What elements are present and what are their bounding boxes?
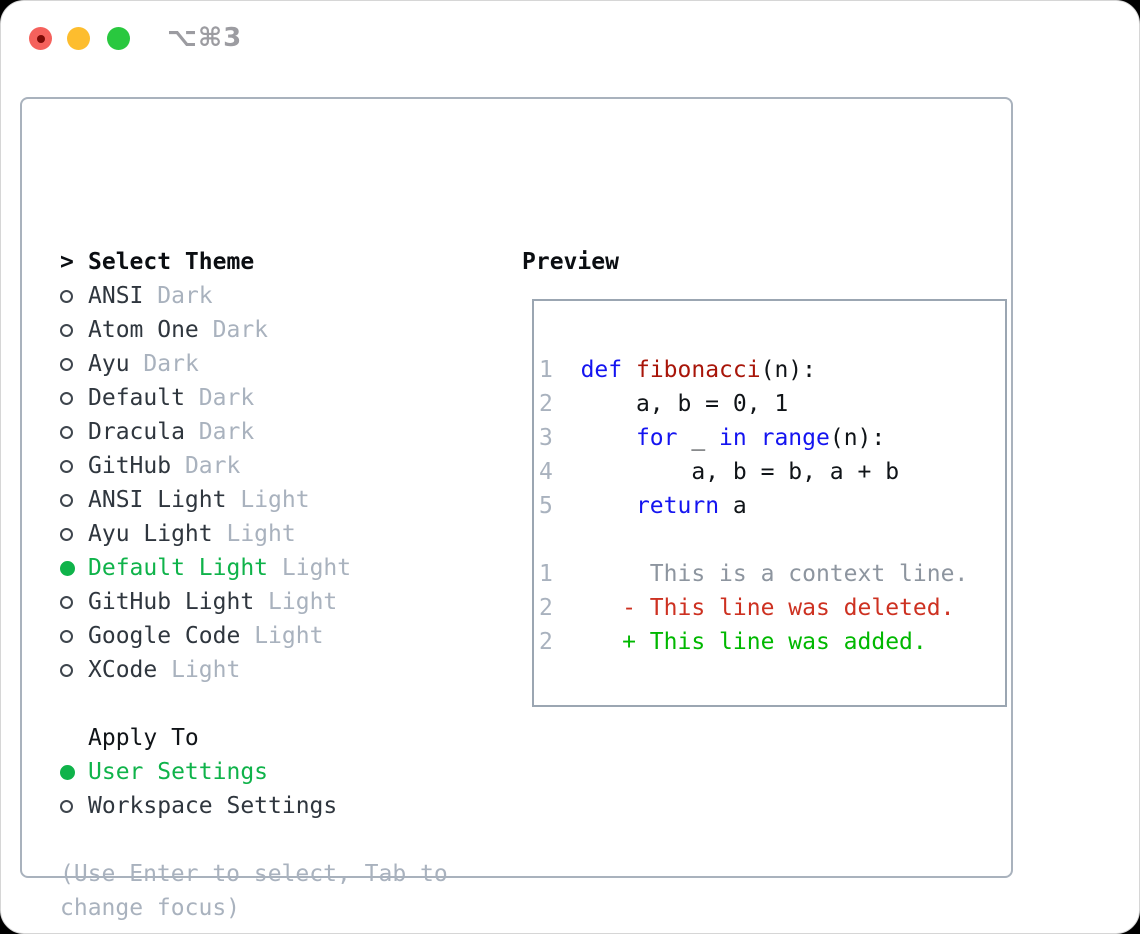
radio-unselected-icon [60, 799, 88, 813]
theme-option-github[interactable]: GitHub Dark [60, 449, 351, 483]
theme-option-label: Atom One Dark [88, 317, 269, 343]
preview-pane: 1 def fibonacci(n): 2 a, b = 0, 1 3 for _ … [532, 299, 1007, 707]
theme-option-atom-one[interactable]: Atom One Dark [60, 313, 351, 347]
theme-option-label: GitHub Light Light [88, 589, 338, 615]
theme-option-google-code[interactable]: Google Code Light [60, 619, 351, 653]
radio-unselected-icon [60, 357, 88, 371]
line-number: 2 [539, 629, 553, 655]
line-number: 1 [539, 357, 553, 383]
theme-option-label: Default Dark [88, 385, 255, 411]
line-number: 2 [539, 391, 553, 417]
zoom-button[interactable] [107, 27, 130, 50]
radio-unselected-icon [60, 527, 88, 541]
focus-chevron-icon: > [60, 249, 74, 275]
preview-title: Preview [522, 249, 619, 275]
code-preview: 1 def fibonacci(n): 2 a, b = 0, 1 3 for _ … [539, 353, 1005, 659]
radio-unselected-icon [60, 425, 88, 439]
close-button[interactable] [29, 27, 52, 50]
theme-option-label: GitHub Dark [88, 453, 241, 479]
radio-unselected-icon [60, 323, 88, 337]
code-line: 1 This is a context line. [539, 561, 969, 587]
theme-option-xcode[interactable]: XCode Light [60, 653, 351, 687]
theme-option-dracula[interactable]: Dracula Dark [60, 415, 351, 449]
theme-option-label: Default Light Light [88, 555, 352, 581]
line-number: 5 [539, 493, 553, 519]
radio-unselected-icon [60, 391, 88, 405]
code-line: 2 a, b = 0, 1 [539, 391, 789, 417]
help-line: change focus) [60, 895, 241, 921]
apply-to-header: Apply To [60, 721, 337, 755]
code-line: 4 a, b = b, a + b [539, 459, 900, 485]
radio-unselected-icon [60, 629, 88, 643]
code-line: 5 return a [539, 493, 747, 519]
select-theme-title: Select Theme [88, 249, 255, 275]
theme-option-label: ANSI Dark [88, 283, 213, 309]
theme-option-label: XCode Light [88, 657, 241, 683]
theme-option-ayu-light[interactable]: Ayu Light Light [60, 517, 351, 551]
minimize-button[interactable] [67, 27, 90, 50]
theme-option-label: Dracula Dark [88, 419, 255, 445]
theme-option-label: Google Code Light [88, 623, 324, 649]
apply-to-title: Apply To [88, 725, 199, 751]
apply-to-option-label: Workspace Settings [88, 793, 338, 819]
radio-selected-icon [60, 560, 88, 576]
theme-option-github-light[interactable]: GitHub Light Light [60, 585, 351, 619]
radio-unselected-icon [60, 595, 88, 609]
theme-option-ayu[interactable]: Ayu Dark [60, 347, 351, 381]
theme-option-label: Ayu Dark [88, 351, 199, 377]
theme-option-default-light[interactable]: Default Light Light [60, 551, 351, 585]
theme-option-label: ANSI Light Light [88, 487, 310, 513]
help-line: (Use Enter to select, Tab to [60, 861, 448, 887]
code-line: 2 + This line was added. [539, 629, 927, 655]
radio-unselected-icon [60, 663, 88, 677]
theme-option-ansi-light[interactable]: ANSI Light Light [60, 483, 351, 517]
apply-to-option-user-settings[interactable]: User Settings [60, 755, 337, 789]
select-theme-header: > Select Theme [60, 245, 351, 279]
theme-option-ansi[interactable]: ANSI Dark [60, 279, 351, 313]
unsaved-dot-icon [36, 34, 45, 43]
line-number: 3 [539, 425, 553, 451]
apply-to-option-label: User Settings [88, 759, 269, 785]
theme-option-default[interactable]: Default Dark [60, 381, 351, 415]
radio-unselected-icon [60, 493, 88, 507]
apply-to-option-workspace-settings[interactable]: Workspace Settings [60, 789, 337, 823]
code-line [539, 523, 1005, 557]
code-line: 2 - This line was deleted. [539, 595, 955, 621]
radio-unselected-icon [60, 459, 88, 473]
line-number: 4 [539, 459, 553, 485]
titlebar: ⌥⌘3 [1, 1, 1139, 75]
theme-option-label: Ayu Light Light [88, 521, 296, 547]
radio-unselected-icon [60, 289, 88, 303]
help-text: (Use Enter to select, Tab to change focus… [60, 857, 448, 925]
code-line: 1 def fibonacci(n): [539, 357, 816, 383]
radio-selected-icon [60, 764, 88, 780]
code-line: 3 for _ in range(n): [539, 425, 886, 451]
line-number: 1 [539, 561, 553, 587]
keyboard-shortcut-label: ⌥⌘3 [167, 23, 243, 53]
line-number: 2 [539, 595, 553, 621]
